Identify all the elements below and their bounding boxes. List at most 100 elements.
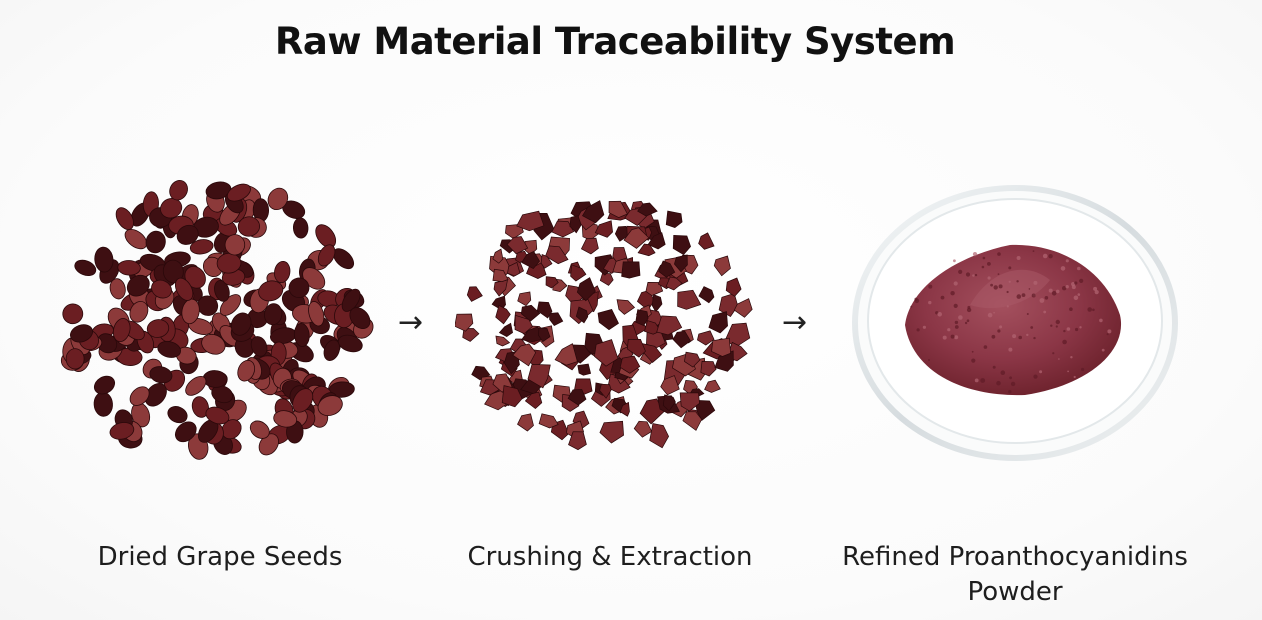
crushed-seed-fragment — [569, 215, 582, 234]
crushed-seed-fragment — [649, 423, 669, 449]
grape-seed — [185, 376, 207, 396]
powder-speck — [1000, 370, 1006, 375]
crushed-seed-fragment — [521, 250, 541, 270]
crushed-seed-fragment — [455, 313, 474, 332]
grape-seed — [214, 280, 230, 302]
powder-speck — [1033, 280, 1038, 285]
crushed-seed-fragment — [576, 277, 596, 302]
crushed-seed-fragment — [594, 339, 619, 367]
grape-seed — [169, 179, 188, 201]
crushed-seed-fragment — [538, 413, 559, 429]
powder-speck — [942, 335, 947, 340]
crushed-seed-fragment — [492, 268, 509, 282]
grape-seed — [117, 260, 141, 276]
crushed-seed-fragment — [637, 202, 658, 217]
crushed-seed-fragment — [635, 309, 649, 327]
powder-speck — [987, 276, 991, 280]
powder-speck — [997, 252, 1001, 256]
powder-speck — [1026, 313, 1029, 315]
grape-seed — [230, 312, 252, 336]
crushed-seed-fragment — [619, 355, 641, 374]
powder-speck — [996, 380, 1001, 386]
powder-speck — [1073, 375, 1076, 379]
powder-speck — [1060, 266, 1066, 271]
crushed-seed-fragment — [512, 343, 537, 367]
crushed-seed-fragment — [684, 351, 701, 368]
powder-speck — [981, 265, 985, 269]
crushed-seeds-image — [455, 185, 765, 465]
powder-speck — [953, 281, 958, 286]
powder-speck — [965, 272, 971, 277]
powder-speck — [1107, 329, 1112, 334]
powder-speck — [958, 315, 963, 320]
crushed-seed-fragment — [538, 327, 551, 343]
crushed-seed-fragment — [637, 243, 656, 257]
crushed-seed-fragment — [608, 200, 628, 218]
powder-speck — [1042, 253, 1048, 259]
grape-seed — [189, 239, 214, 255]
crushed-seed-fragment — [626, 338, 646, 358]
powder-speck — [1055, 319, 1060, 325]
grape-seed — [124, 228, 148, 250]
powder-speck — [1018, 335, 1022, 340]
powder-speck — [1008, 347, 1013, 352]
grape-seed — [94, 246, 114, 273]
powder-speck — [1006, 290, 1009, 294]
powder-speck — [974, 378, 979, 383]
powder-speck — [910, 305, 913, 308]
powder-speck — [954, 325, 959, 329]
powder-speck — [993, 285, 998, 290]
grape-seed — [202, 370, 228, 388]
grape-seed — [211, 385, 234, 404]
powder-speck — [1008, 266, 1012, 270]
powder-speck — [972, 252, 978, 257]
crushed-seed-fragment — [554, 343, 578, 366]
crushed-seed-fragment — [713, 255, 731, 277]
crushed-seed-fragment — [682, 411, 703, 431]
powder-speck — [1032, 250, 1035, 252]
crushed-seed-fragment — [517, 291, 532, 307]
powder-speck — [922, 325, 926, 329]
grape-seed — [176, 224, 199, 245]
crushed-seed-fragment — [704, 379, 721, 393]
powder-speck — [954, 320, 959, 325]
grape-seed — [201, 333, 226, 355]
grape-seed — [157, 340, 182, 358]
crushed-seed-fragment — [643, 320, 661, 335]
grape-seed — [181, 298, 200, 325]
powder-speck — [1016, 280, 1019, 283]
crushed-seed-fragment — [698, 286, 715, 304]
crushed-seed-fragment — [495, 335, 511, 347]
grape-seed — [205, 181, 232, 200]
powder-speck — [1079, 326, 1082, 329]
powder-speck — [953, 259, 956, 263]
powder-dish-image — [850, 175, 1190, 475]
crushed-seed-fragment — [524, 391, 543, 410]
grape-seed — [174, 277, 194, 301]
crushed-seed-fragment — [466, 286, 483, 302]
powder-speck — [953, 303, 958, 308]
stage-label-dried-seeds: Dried Grape Seeds — [97, 542, 343, 572]
crushed-seed-fragment — [577, 363, 592, 376]
grape-seed — [167, 406, 188, 424]
powder-speck — [1071, 282, 1076, 287]
process-arrow-1: → — [398, 305, 424, 340]
crushed-seed-fragment — [527, 364, 551, 389]
grape-seed — [337, 334, 363, 353]
grape-seed — [205, 406, 230, 425]
crushed-seed-fragment — [621, 261, 641, 279]
crushed-seed-fragment — [599, 383, 612, 399]
powder-petri-dish — [852, 185, 1190, 470]
powder-speck — [997, 273, 1000, 275]
crushed-seeds-pile — [455, 200, 753, 451]
grape-seed — [126, 274, 150, 297]
powder-speck — [928, 359, 930, 361]
powder-speck — [1033, 336, 1036, 340]
crushed-seed-fragment — [612, 247, 628, 262]
powder-speck — [1044, 296, 1049, 300]
powder-speck — [971, 358, 976, 363]
grape-seed — [70, 324, 93, 343]
grape-seed — [317, 244, 336, 267]
crushed-seed-fragment — [536, 301, 553, 319]
